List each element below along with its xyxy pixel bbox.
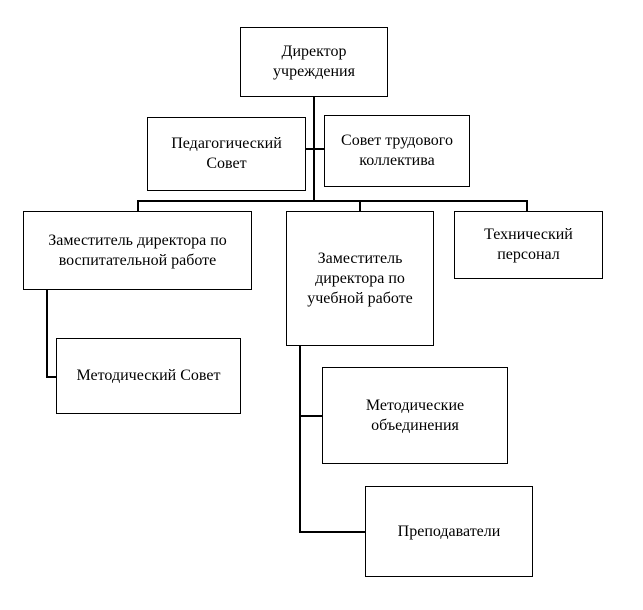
node-method-assoc: Методические объединения bbox=[322, 367, 508, 464]
connector-method-council-link bbox=[46, 376, 58, 378]
node-method-assoc-label: Методические объединения bbox=[365, 396, 465, 434]
connector-councils-bar bbox=[305, 148, 325, 150]
node-method-council-label: Методический Совет bbox=[76, 367, 221, 384]
node-director: Директор учреждения bbox=[240, 27, 388, 97]
connector-teachers-link bbox=[299, 531, 366, 533]
node-deputy-study: Заместитель директора по учебной работе bbox=[286, 211, 434, 346]
connector-method-assoc-link bbox=[299, 415, 323, 417]
node-labor-council: Совет трудового коллектива bbox=[324, 115, 470, 187]
connector-deputies-bar bbox=[137, 200, 528, 202]
connector-tech-staff-drop bbox=[526, 200, 528, 211]
node-teachers: Преподаватели bbox=[365, 486, 533, 577]
connector-deputy-edu-branch bbox=[46, 289, 48, 378]
node-director-label: Директор учреждения bbox=[273, 43, 355, 80]
node-ped-council-label: Педагогический Совет bbox=[171, 135, 282, 172]
connector-deputy-study-branch bbox=[299, 346, 301, 533]
connector-deputy-edu-drop bbox=[137, 200, 139, 211]
node-tech-staff-label: Технический персонал bbox=[484, 226, 573, 263]
node-ped-council: Педагогический Совет bbox=[147, 117, 306, 191]
node-tech-staff: Технический персонал bbox=[454, 211, 603, 279]
node-deputy-edu: Заместитель директора по воспитательной … bbox=[23, 211, 252, 290]
node-labor-council-label: Совет трудового коллектива bbox=[341, 132, 453, 169]
node-method-council: Методический Совет bbox=[56, 338, 241, 414]
node-deputy-study-label: Заместитель директора по учебной работе bbox=[307, 249, 413, 307]
connector-deputy-study-drop bbox=[359, 200, 361, 211]
node-teachers-label: Преподаватели bbox=[397, 522, 501, 540]
node-deputy-edu-label: Заместитель директора по воспитательной … bbox=[48, 231, 227, 269]
